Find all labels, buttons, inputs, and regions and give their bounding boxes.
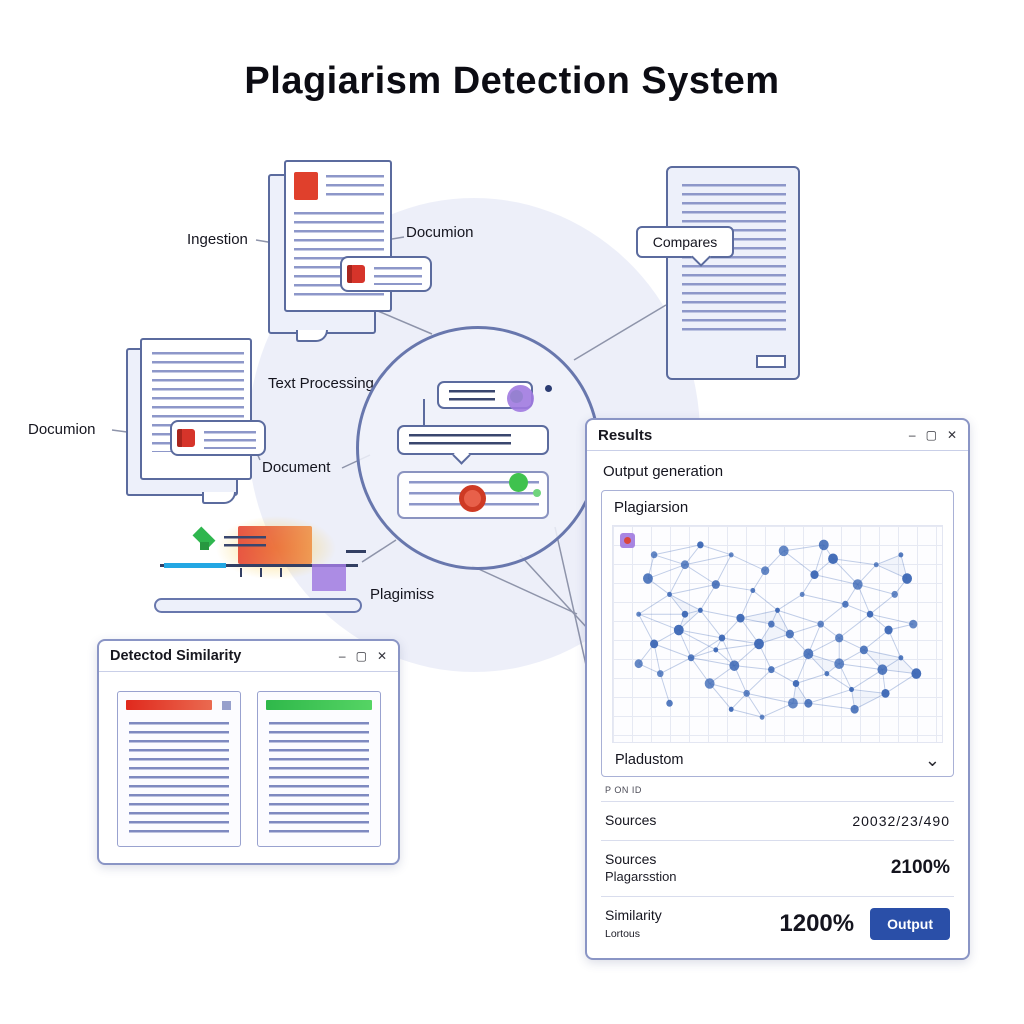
red-flag-dot xyxy=(459,485,486,512)
green-match-bar xyxy=(266,700,372,710)
timeline-base-bar xyxy=(154,598,362,613)
green-ok-dot xyxy=(509,473,528,492)
document-footer-box xyxy=(756,355,786,368)
minimize-icon[interactable]: – xyxy=(338,649,346,663)
row-label: Sources xyxy=(605,812,657,828)
results-window: Results – ▢ ✕ Output generation Plagiars… xyxy=(585,418,970,960)
maximize-icon[interactable]: ▢ xyxy=(355,649,367,663)
row-label: Sources Plagarsstion xyxy=(605,851,677,886)
connector-stub xyxy=(423,399,425,427)
similarity-doc-clean xyxy=(257,691,381,847)
timeline-graphic xyxy=(150,516,372,618)
graph-legend-icon xyxy=(620,533,635,548)
meta-text: P ON ID xyxy=(605,785,642,795)
document-page-front xyxy=(284,160,392,312)
page-title: Plagiarism Detection System xyxy=(244,60,780,102)
compares-bubble: Compares xyxy=(636,226,734,258)
corner-marker xyxy=(222,701,231,710)
row-value: 2100% xyxy=(890,857,950,878)
row-value: 20032/23/490 xyxy=(852,812,950,829)
graduation-cap-base xyxy=(200,542,209,550)
text-lines xyxy=(409,434,511,448)
similarity-score: 1200% xyxy=(779,910,855,937)
tick-mark xyxy=(240,568,242,577)
close-icon[interactable]: ✕ xyxy=(946,428,957,442)
row-label-line1: Sources xyxy=(605,850,657,867)
text-lines xyxy=(269,722,369,834)
plagiarism-panel: Plagiarsion Pladustom ⌄ xyxy=(601,490,954,777)
similarity-window: Detectod Similarity – ▢ ✕ xyxy=(97,639,400,865)
text-lines xyxy=(374,267,422,285)
attachment-chip xyxy=(340,256,432,292)
similarity-window-title: Detectod Similarity xyxy=(110,648,242,664)
text-lines xyxy=(224,536,266,548)
book-icon xyxy=(347,265,365,283)
label-documion-left: Documion xyxy=(28,421,96,438)
tick-mark xyxy=(280,568,282,577)
green-small-dot xyxy=(533,489,541,497)
page-curl xyxy=(202,492,236,504)
book-icon xyxy=(177,429,195,447)
output-button[interactable]: Output xyxy=(870,908,950,940)
network-graph-area xyxy=(612,525,943,743)
table-row-sources: Sources 20032/23/490 xyxy=(601,801,954,840)
red-match-bar xyxy=(126,700,212,710)
chevron-down-icon[interactable]: ⌄ xyxy=(924,749,940,770)
compares-label: Compares xyxy=(652,234,718,250)
similarity-window-titlebar[interactable]: Detectod Similarity – ▢ ✕ xyxy=(99,641,398,672)
similarity-doc-flagged xyxy=(117,691,241,847)
pladustom-dropdown[interactable]: Pladustom ⌄ xyxy=(602,743,953,776)
document-thumbnail xyxy=(294,172,318,200)
minimize-icon[interactable]: – xyxy=(908,428,916,442)
row-label-line2: Plagarsstion xyxy=(605,869,677,884)
processing-circle xyxy=(356,326,600,570)
close-icon[interactable]: ✕ xyxy=(376,649,387,663)
text-lines xyxy=(326,175,384,201)
document-top xyxy=(268,160,436,342)
label-ingestion: Ingestion xyxy=(187,231,248,248)
results-window-title: Results xyxy=(598,426,653,444)
text-lines xyxy=(204,431,256,449)
tick-mark xyxy=(260,568,262,577)
panel-title: Plagiarsion xyxy=(614,499,689,516)
output-generation-label: Output generation xyxy=(603,463,724,480)
results-rows: Sources 20032/23/490 Sources Plagarsstio… xyxy=(601,801,954,952)
results-window-titlebar[interactable]: Results – ▢ ✕ xyxy=(587,420,968,451)
table-row-plagiarism: Sources Plagarsstion 2100% xyxy=(601,839,954,896)
process-chip-middle xyxy=(397,425,549,455)
maximize-icon[interactable]: ▢ xyxy=(925,428,937,442)
node-dot xyxy=(545,385,552,392)
label-plagimiss: Plagimiss xyxy=(370,586,435,603)
label-documion-top: Documion xyxy=(406,224,474,241)
purple-blob xyxy=(507,385,534,412)
label-document: Document xyxy=(262,459,331,476)
document-page xyxy=(666,166,800,380)
text-lines xyxy=(129,722,229,834)
row-label-line1: Similarity xyxy=(605,906,662,923)
timeline-axis-short xyxy=(346,550,366,553)
network-graph xyxy=(634,539,922,720)
attachment-chip xyxy=(170,420,266,456)
table-row-similarity: Similarity Lortous 1200% Output xyxy=(601,895,954,952)
document-right xyxy=(666,166,804,384)
page-curl xyxy=(296,330,328,342)
timeline-axis xyxy=(160,564,358,567)
label-text-processing: Text Processing xyxy=(268,375,374,392)
row-label-line2: Lortous xyxy=(605,928,641,940)
document-left xyxy=(126,338,286,504)
row-label: Similarity Lortous xyxy=(605,907,662,942)
text-lines xyxy=(449,390,495,404)
dropdown-label: Pladustom xyxy=(615,752,684,768)
cyan-segment xyxy=(164,563,226,568)
purple-highlight-block xyxy=(312,564,346,591)
document-page-front xyxy=(140,338,252,480)
